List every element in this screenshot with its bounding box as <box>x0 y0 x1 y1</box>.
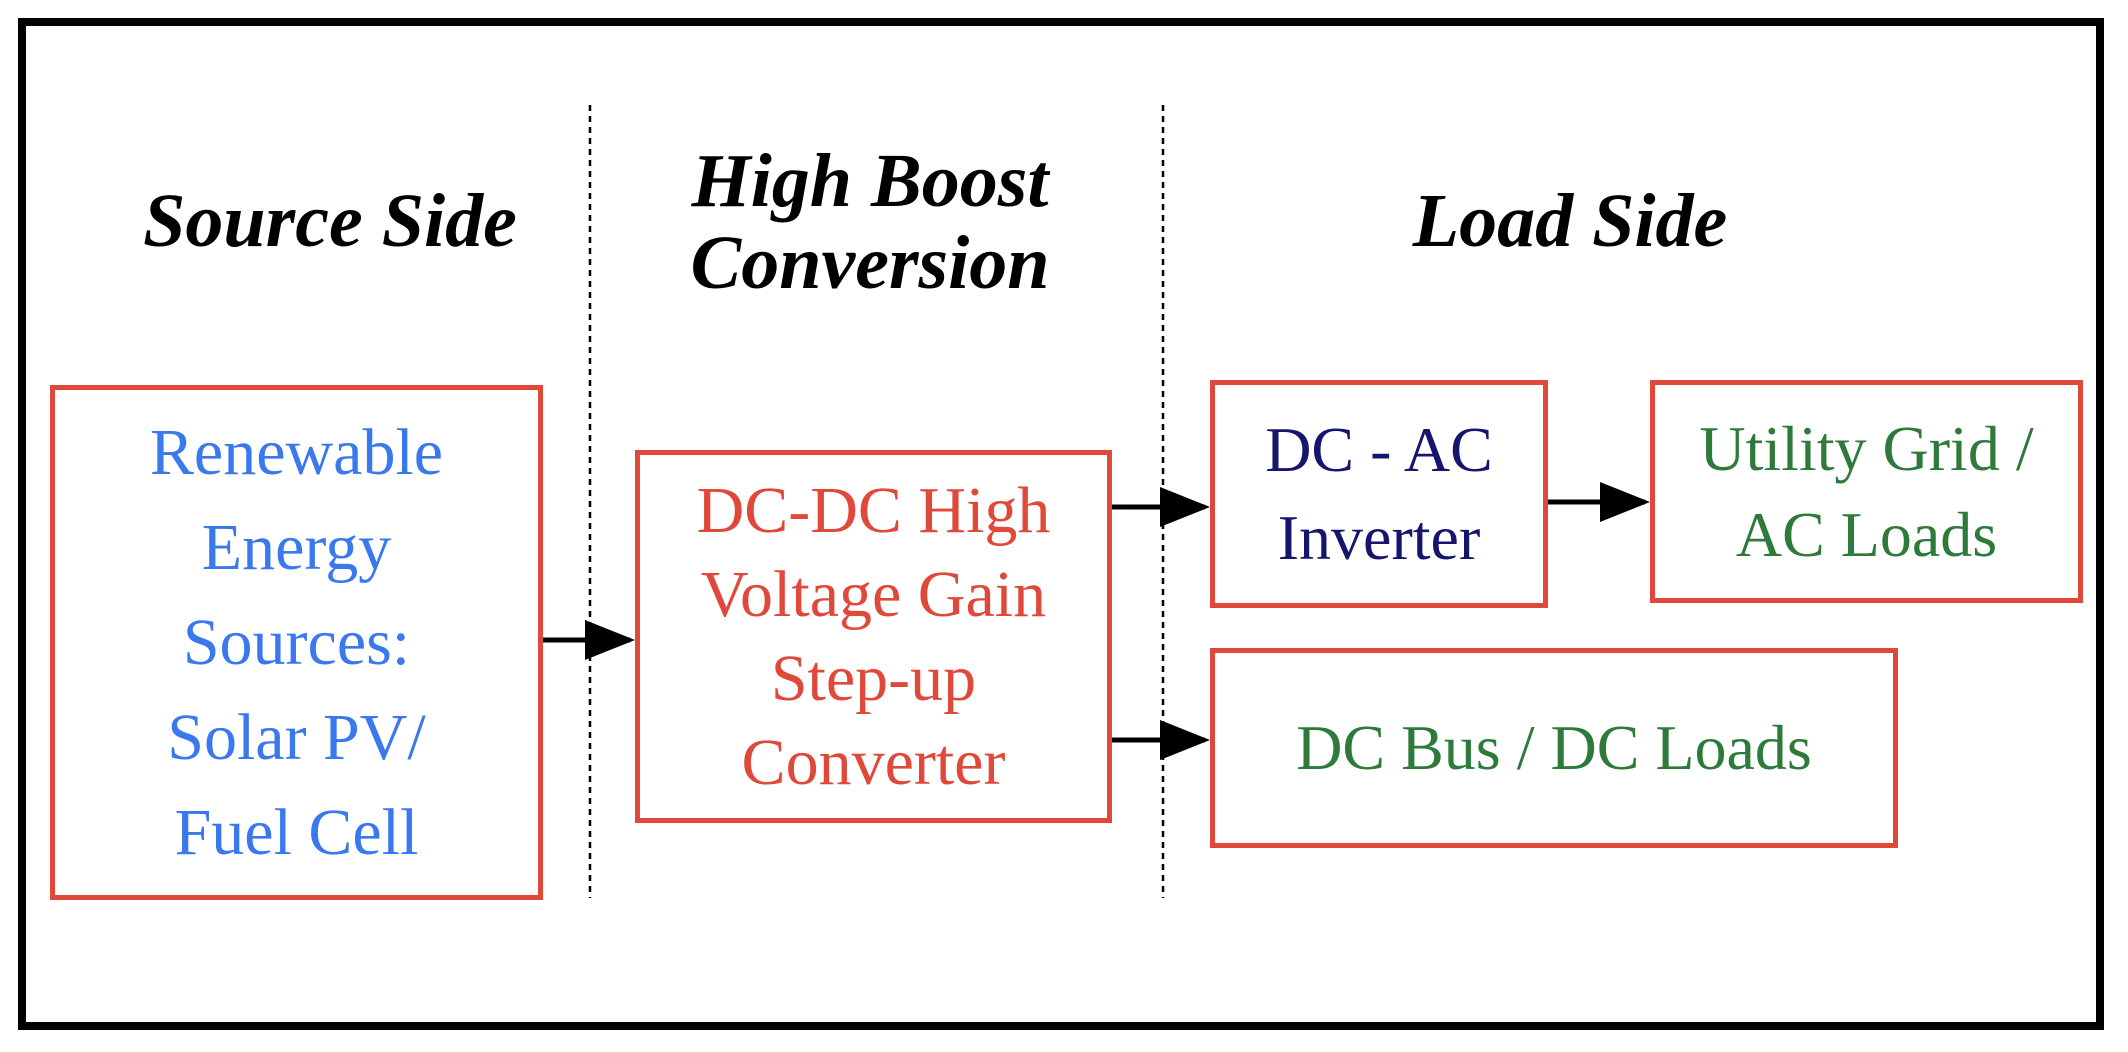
renewable-sources-line-3: Sources: <box>182 606 411 679</box>
dc-dc-converter-line-4: Converter <box>741 725 1006 799</box>
dc-dc-converter-line-3: Step-up <box>770 641 977 715</box>
renewable-sources-box: Renewable Energy Sources: Solar PV/ Fuel… <box>50 385 543 900</box>
heading-load-side-text: Load Side <box>1412 179 1728 263</box>
renewable-sources-line-1: Renewable <box>149 416 444 489</box>
dc-ac-inverter-box: DC - AC Inverter <box>1210 380 1548 608</box>
heading-source-side: Source Side <box>70 180 590 262</box>
dc-dc-converter-line-2: Voltage Gain <box>700 557 1047 631</box>
dc-bus-box: DC Bus / DC Loads <box>1210 648 1898 848</box>
renewable-sources-line-2: Energy <box>201 511 392 584</box>
heading-high-boost-line-2: Conversion <box>690 221 1050 305</box>
heading-high-boost-conversion: High Boost Conversion <box>620 140 1120 304</box>
utility-grid-line-1: Utility Grid / <box>1699 412 2034 484</box>
heading-high-boost-line-1: High Boost <box>691 139 1049 223</box>
dc-bus-line-1: DC Bus / DC Loads <box>1296 712 1812 783</box>
renewable-sources-line-4: Solar PV/ <box>167 701 426 774</box>
heading-load-side: Load Side <box>1320 180 1820 262</box>
renewable-sources-line-5: Fuel Cell <box>174 796 419 869</box>
utility-grid-line-2: AC Loads <box>1735 498 1998 570</box>
dc-dc-converter-line-1: DC-DC High <box>696 473 1051 547</box>
outer-frame <box>18 18 2104 1030</box>
utility-grid-box: Utility Grid / AC Loads <box>1650 380 2083 603</box>
heading-source-side-text: Source Side <box>143 179 517 263</box>
dc-dc-converter-box: DC-DC High Voltage Gain Step-up Converte… <box>635 450 1112 823</box>
dc-ac-inverter-line-2: Inverter <box>1277 502 1481 573</box>
dc-ac-inverter-line-1: DC - AC <box>1265 414 1493 485</box>
